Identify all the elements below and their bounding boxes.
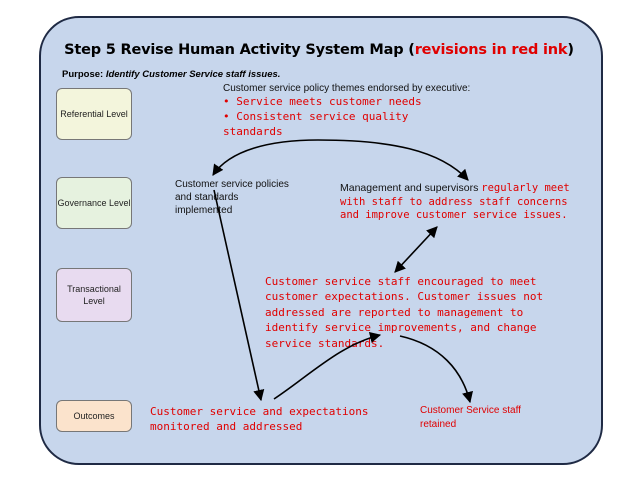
policy-themes: Customer service policy themes endorsed … [223, 82, 473, 140]
title-main: Step 5 Revise Human Activity System Map … [64, 42, 415, 58]
arrow-outcome-to-transactional [273, 332, 382, 400]
diagram-panel [39, 16, 603, 465]
policy-bullet-2: • Consistent service quality standards [223, 109, 409, 138]
outcome-monitored-node: Customer service and expectations monito… [150, 405, 369, 434]
arrow-implemented-to-outcome [213, 189, 265, 402]
arrow-meetings-transactional [394, 226, 438, 273]
arrow-policy-to-implemented [212, 139, 319, 176]
outcome-retained-node: Customer Service staff retained [420, 405, 521, 430]
governance-meetings-node: Management and supervisors regularly mee… [340, 182, 580, 223]
title-close: ) [567, 42, 574, 58]
transactional-node: Customer service staff encouraged to mee… [265, 275, 544, 350]
governance-meetings-red: regularly meet with staff to address sta… [340, 182, 570, 222]
purpose-label: Purpose: [62, 69, 104, 80]
governance-meetings-black: Management and supervisors [340, 182, 482, 194]
level-transactional: Transactional Level [56, 268, 132, 322]
level-referential: Referential Level [56, 88, 132, 140]
governance-policies-node: Customer service policies and standards … [175, 179, 289, 216]
title-highlight: revisions in red ink [414, 42, 568, 58]
policy-bullet-1: • Service meets customer needs [223, 95, 422, 108]
purpose-text: Identify Customer Service staff issues. [103, 69, 281, 80]
level-governance: Governance Level [56, 177, 132, 229]
purpose-line: Purpose: Identify Customer Service staff… [62, 69, 280, 80]
arrow-transactional-to-retained [399, 335, 473, 404]
level-outcomes: Outcomes [56, 400, 132, 432]
arrow-policy-to-meetings [317, 139, 469, 181]
diagram-title: Step 5 Revise Human Activity System Map … [39, 42, 599, 58]
policy-heading: Customer service policy themes endorsed … [223, 83, 471, 94]
